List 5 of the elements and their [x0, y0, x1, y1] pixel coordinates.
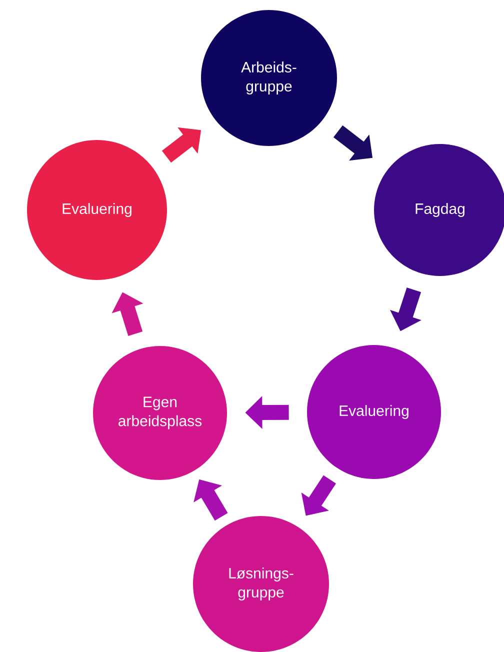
- circle-node: Evaluering: [27, 140, 167, 280]
- circle-node: Løsnings-gruppe: [193, 516, 329, 652]
- circle-node: Evaluering: [307, 345, 441, 479]
- circle-node: Egen arbeidsplass: [93, 346, 227, 480]
- circle-node: Arbeids-gruppe: [201, 10, 337, 146]
